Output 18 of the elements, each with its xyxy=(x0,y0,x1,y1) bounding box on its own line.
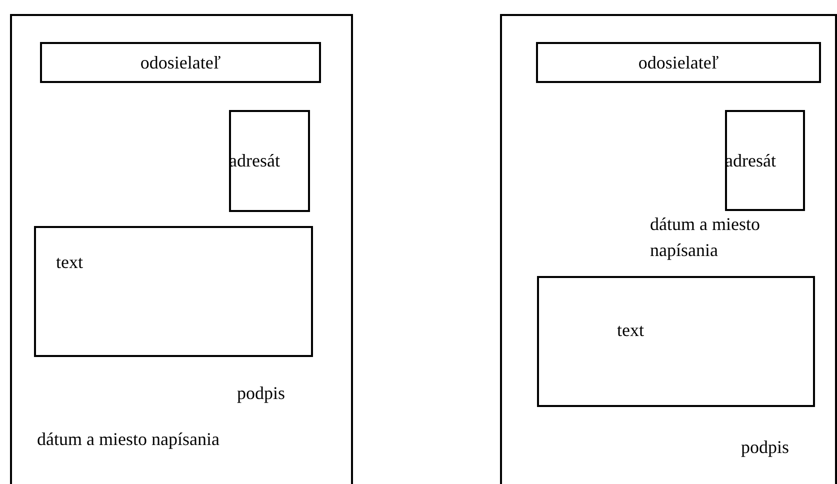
layout-box xyxy=(537,276,815,407)
layout-box xyxy=(725,110,805,211)
layout-label: dátum a miesto napísania xyxy=(37,429,220,450)
letter-page-outline xyxy=(10,14,353,484)
layout-label: podpis xyxy=(741,437,790,458)
box-label: odosielateľ xyxy=(638,52,719,73)
layout-label: dátum a miesto napísania xyxy=(650,213,761,262)
layout-box xyxy=(34,226,313,357)
box-label: adresát xyxy=(725,150,776,171)
layout-label: podpis xyxy=(237,383,286,404)
box-label: adresát xyxy=(229,150,280,172)
box-label: text xyxy=(617,320,644,341)
box-label: text xyxy=(56,252,83,273)
layout-box xyxy=(536,42,821,83)
layout-box xyxy=(40,42,321,83)
letter-page-outline xyxy=(500,14,837,484)
box-label: odosielateľ xyxy=(140,52,221,73)
layout-box xyxy=(229,110,310,212)
